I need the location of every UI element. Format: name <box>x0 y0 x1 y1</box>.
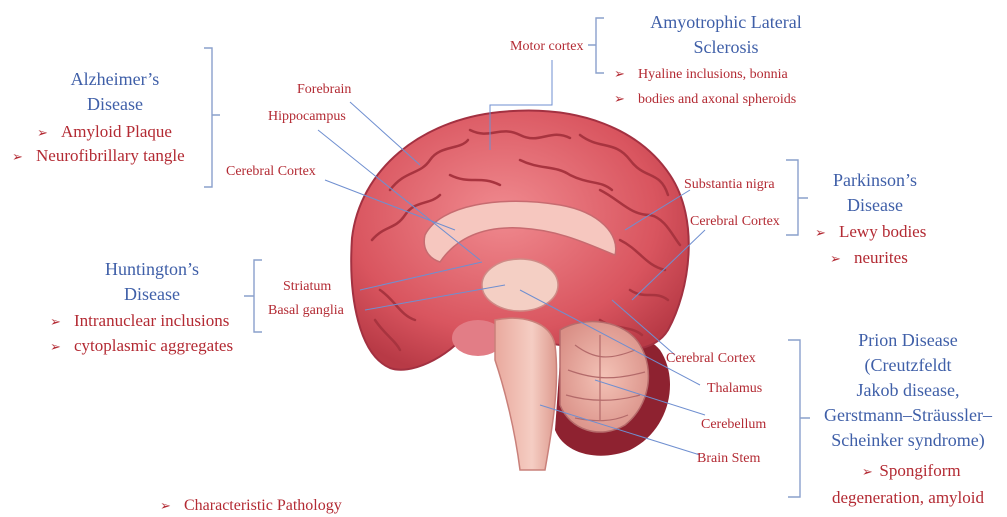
bullet-arrow-icon: ➢ <box>614 62 638 86</box>
list-item: ➢bodies and axonal spheroids <box>614 87 796 112</box>
prion-title: Prion Disease (Creutzfeldt Jakob disease… <box>812 328 1004 453</box>
list-item: ➢Lewy bodies <box>815 220 926 245</box>
pathology-item: bodies and axonal spheroids <box>638 92 796 107</box>
bullet-arrow-icon: ➢ <box>830 247 854 271</box>
bullet-arrow-icon: ➢ <box>815 221 839 245</box>
als-title-line: Sclerosis <box>626 35 826 60</box>
pathology-item: neurites <box>854 248 908 267</box>
prion-title-line: Prion Disease <box>812 328 1004 353</box>
prion-title-line: Jakob disease, <box>812 378 1004 403</box>
als-pathology-list: ➢Hyaline inclusions, bonnia ➢bodies and … <box>614 62 796 112</box>
label-cerebral-cortex-right: Cerebral Cortex <box>690 215 780 229</box>
bullet-arrow-icon: ➢ <box>614 87 638 111</box>
pathology-item: Spongiform <box>879 461 960 480</box>
list-item: degeneration, amyloid <box>812 485 1004 511</box>
thalamus-shape <box>482 259 558 311</box>
bullet-arrow-icon: ➢ <box>50 335 74 359</box>
label-brain-stem: Brain Stem <box>697 452 760 466</box>
prion-title-line: Scheinker syndrome) <box>812 428 1004 453</box>
huntingtons-title-line: Disease <box>82 282 222 307</box>
pathology-item: cytoplasmic aggregates <box>74 336 233 355</box>
label-basal-ganglia: Basal ganglia <box>268 304 344 318</box>
parkinsons-title-line: Disease <box>810 193 940 218</box>
list-item: ➢Spongiform <box>812 458 1004 485</box>
bullet-arrow-icon: ➢ <box>50 310 74 334</box>
parkinsons-pathology-list-2: ➢neurites <box>830 246 908 271</box>
label-thalamus: Thalamus <box>707 382 762 396</box>
list-item: ➢Neurofibrillary tangle <box>12 144 185 169</box>
alzheimers-title-line: Alzheimer’s <box>50 67 180 92</box>
alzheimers-title-line: Disease <box>50 92 180 117</box>
list-item: ➢Amyloid Plaque <box>37 120 172 145</box>
huntingtons-pathology-list: ➢Intranuclear inclusions ➢cytoplasmic ag… <box>50 309 233 359</box>
alzheimers-pathology-list: ➢Amyloid Plaque <box>37 120 172 145</box>
huntingtons-title: Huntington’s Disease <box>82 257 222 307</box>
parkinsons-title: Parkinson’s Disease <box>810 168 940 218</box>
label-cerebral-cortex-left: Cerebral Cortex <box>226 165 316 179</box>
list-item: ➢neurites <box>830 246 908 271</box>
pathology-item: Hyaline inclusions, bonnia <box>638 67 788 82</box>
brain-stem <box>495 318 557 470</box>
prion-title-line: (Creutzfeldt <box>812 353 1004 378</box>
bullet-arrow-icon: ➢ <box>855 459 879 485</box>
label-motor-cortex: Motor cortex <box>510 40 583 54</box>
als-title: Amyotrophic Lateral Sclerosis <box>626 10 826 60</box>
pathology-item: degeneration, amyloid <box>832 488 984 507</box>
als-title-line: Amyotrophic Lateral <box>626 10 826 35</box>
parkinsons-pathology-list: ➢Lewy bodies <box>815 220 926 245</box>
alzheimers-title: Alzheimer’s Disease <box>50 67 180 117</box>
legend-label: Characteristic Pathology <box>184 497 342 514</box>
label-cerebral-cortex-lower: Cerebral Cortex <box>666 352 756 366</box>
pathology-item: Lewy bodies <box>839 222 926 241</box>
list-item: ➢Hyaline inclusions, bonnia <box>614 62 796 87</box>
bullet-arrow-icon: ➢ <box>12 145 36 169</box>
pathology-item: Amyloid Plaque <box>61 122 172 141</box>
list-item: ➢Intranuclear inclusions <box>50 309 233 334</box>
bullet-arrow-icon: ➢ <box>37 121 61 145</box>
label-cerebellum: Cerebellum <box>701 418 766 432</box>
label-substantia-nigra: Substantia nigra <box>684 178 775 192</box>
pathology-item: Intranuclear inclusions <box>74 311 229 330</box>
alzheimers-pathology-list-2: ➢Neurofibrillary tangle <box>12 144 185 169</box>
bullet-arrow-icon: ➢ <box>160 494 184 517</box>
label-forebrain: Forebrain <box>297 83 351 97</box>
huntingtons-title-line: Huntington’s <box>82 257 222 282</box>
list-item: ➢cytoplasmic aggregates <box>50 334 233 359</box>
prion-title-line: Gerstmann–Sträussler– <box>812 403 1004 428</box>
label-hippocampus: Hippocampus <box>268 110 346 124</box>
parkinsons-title-line: Parkinson’s <box>810 168 940 193</box>
pathology-item: Neurofibrillary tangle <box>36 146 185 165</box>
legend: ➢Characteristic Pathology <box>160 494 342 517</box>
prion-pathology-list: ➢Spongiform degeneration, amyloid <box>812 458 1004 511</box>
label-striatum: Striatum <box>283 280 331 294</box>
